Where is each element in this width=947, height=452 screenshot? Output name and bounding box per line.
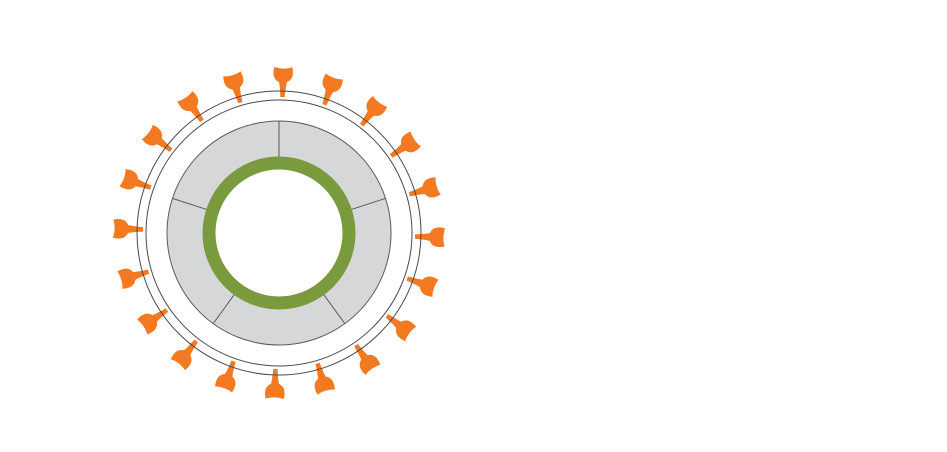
spike-protein-icon	[354, 343, 381, 375]
spike-layer	[112, 66, 446, 400]
spike-protein-icon	[141, 124, 173, 152]
spike-protein-icon	[119, 169, 152, 190]
spike-protein-icon	[223, 71, 244, 104]
spike-protein-icon	[408, 177, 441, 198]
spike-protein-icon	[414, 227, 446, 247]
capsid-divider	[212, 293, 236, 324]
spike-protein-icon	[389, 131, 421, 158]
spike-protein-icon	[170, 339, 198, 371]
spike-protein-icon	[137, 308, 169, 335]
spike-protein-icon	[406, 276, 439, 297]
spike-protein-icon	[385, 314, 417, 342]
capsid-divider	[350, 197, 386, 211]
capsid-divider	[172, 197, 208, 211]
spike-protein-icon	[117, 268, 150, 289]
core	[216, 170, 342, 296]
envelope-inner-membrane	[145, 99, 413, 367]
spike-protein-icon	[360, 95, 388, 127]
envelope-outer-membrane	[136, 90, 422, 376]
spike-protein-icon	[314, 362, 335, 395]
capsid-divider	[322, 293, 346, 324]
spike-protein-icon	[322, 73, 343, 106]
genome-ring	[202, 156, 356, 310]
spike-protein-icon	[273, 66, 293, 98]
capsid-segment-dividers	[172, 121, 386, 324]
spike-protein-icon	[215, 360, 236, 393]
spike-protein-icon	[265, 368, 285, 400]
spike-protein-icon	[177, 91, 204, 123]
spike-protein-icon	[112, 219, 144, 239]
